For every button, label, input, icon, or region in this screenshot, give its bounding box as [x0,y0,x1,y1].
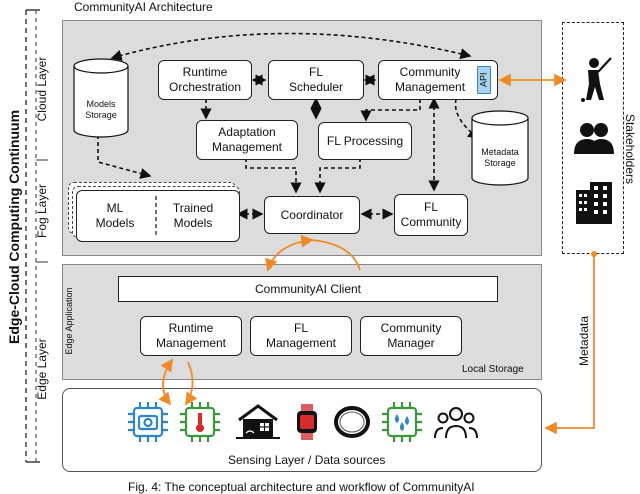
thermometer-chip-icon [180,402,220,442]
fl-community: FL Community [394,194,468,236]
adaptation-management: Adaptation Management [196,120,298,160]
smartwatch-icon [297,404,317,440]
metadata-storage: Metadata Storage [481,146,519,168]
community-manager: Community Manager [360,316,462,356]
runtime-management: Runtime Management [140,316,242,356]
architecture-title: CommunityAI Architecture [74,0,213,14]
figure-caption: Fig. 4: The conceptual architecture and … [128,480,475,494]
models-storage: Models Storage [85,98,117,120]
coordinator: Coordinator [264,196,360,234]
building-icon [576,182,612,224]
users-icon [574,123,614,154]
community-group-icon [434,407,478,439]
golfer-icon [581,57,612,102]
sensing-label: Sensing Layer / Data sources [228,453,386,467]
smart-home-icon [236,404,280,439]
water-chip-icon [382,402,422,442]
local-storage-label: Local Storage [462,364,524,375]
ring-icon [334,406,370,438]
ml-models: ML Models [84,194,146,238]
fl-scheduler: FL Scheduler [268,60,364,100]
fl-management: FL Management [250,316,352,356]
camera-chip-icon [128,402,168,442]
runtime-orchestration: Runtime Orchestration [158,60,252,100]
communityai-client: CommunityAI Client [118,276,498,302]
fl-processing: FL Processing [318,122,412,160]
trained-models: Trained Models [160,194,226,238]
